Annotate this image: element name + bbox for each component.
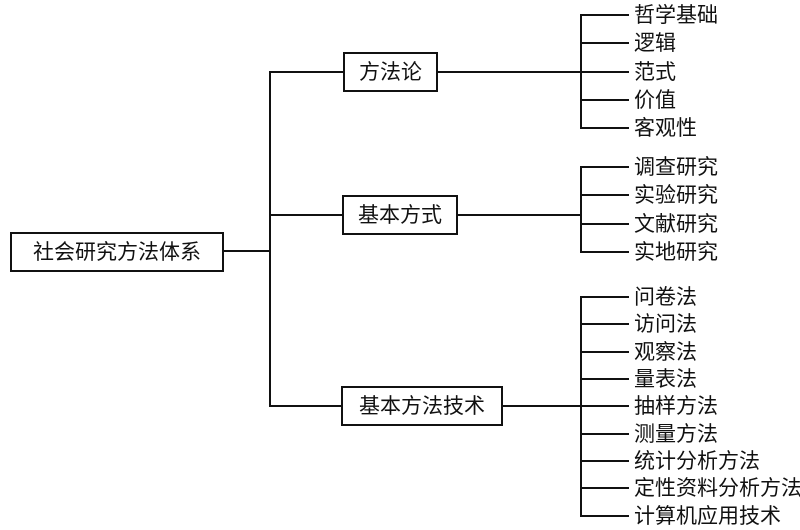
leaf-tick-line: [580, 71, 629, 73]
leaf-label: 文献研究: [634, 212, 718, 236]
leaf-label: 哲学基础: [634, 3, 718, 27]
leaf-tick-line: [580, 223, 629, 225]
leaf-label: 逻辑: [634, 31, 676, 55]
leaf-label: 客观性: [634, 116, 697, 140]
group-2-vertical-line: [580, 166, 582, 252]
leaf-label: 观察法: [634, 340, 697, 364]
leaf-label: 量表法: [634, 367, 697, 391]
branch-node-box-basic-techniques: 基本方法技术: [341, 386, 503, 426]
leaf-label: 测量方法: [634, 422, 718, 446]
leaf-tick-line: [580, 487, 629, 489]
group-2-connector-line: [458, 214, 581, 216]
leaf-label: 价值: [634, 88, 676, 112]
leaf-tick-line: [580, 296, 629, 298]
branch-2-connector-line: [270, 214, 342, 216]
leaf-label: 定性资料分析方法: [634, 476, 800, 500]
leaf-label: 范式: [634, 60, 676, 84]
leaf-tick-line: [580, 433, 629, 435]
leaf-tick-line: [580, 166, 629, 168]
group-3-connector-line: [503, 405, 581, 407]
leaf-label: 抽样方法: [634, 394, 718, 418]
trunk-vertical-line: [269, 71, 271, 407]
leaf-tick-line: [580, 14, 629, 16]
leaf-label: 统计分析方法: [634, 449, 760, 473]
leaf-tick-line: [580, 515, 629, 517]
leaf-tick-line: [580, 405, 629, 407]
leaf-tick-line: [580, 378, 629, 380]
leaf-tick-line: [580, 251, 629, 253]
leaf-tick-line: [580, 99, 629, 101]
leaf-tick-line: [580, 127, 629, 129]
branch-node-box-methodology: 方法论: [343, 52, 438, 92]
leaf-label: 实验研究: [634, 183, 718, 207]
leaf-label: 问卷法: [634, 285, 697, 309]
group-1-connector-line: [438, 71, 581, 73]
leaf-label: 调查研究: [634, 155, 718, 179]
leaf-tick-line: [580, 194, 629, 196]
leaf-label: 计算机应用技术: [634, 504, 781, 528]
root-node-box: 社会研究方法体系: [10, 232, 224, 272]
leaf-tick-line: [580, 323, 629, 325]
leaf-tick-line: [580, 351, 629, 353]
branch-node-box-basic-modes: 基本方式: [342, 195, 458, 235]
leaf-tick-line: [580, 42, 629, 44]
branch-3-connector-line: [270, 405, 341, 407]
root-connector-line: [224, 250, 270, 252]
leaf-label: 访问法: [634, 312, 697, 336]
leaf-tick-line: [580, 460, 629, 462]
branch-1-connector-line: [270, 71, 343, 73]
leaf-label: 实地研究: [634, 240, 718, 264]
